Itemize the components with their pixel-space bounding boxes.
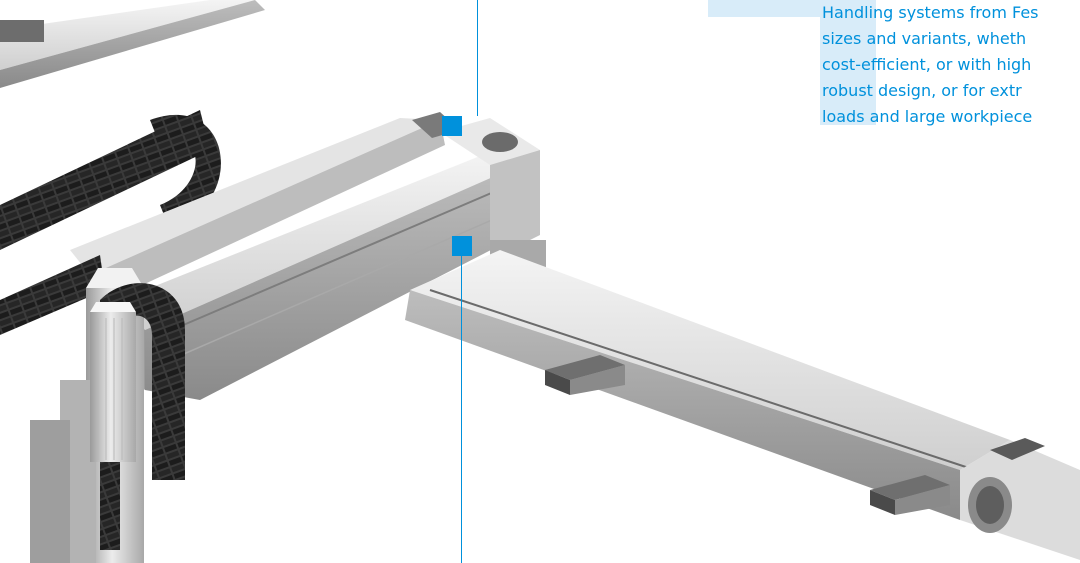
support-foot-right xyxy=(870,475,950,515)
energy-chain-vertical xyxy=(100,283,185,550)
highlight-band-side xyxy=(820,0,876,125)
intro-line-2: sizes and variants, wheth xyxy=(822,29,1027,48)
square-marker-icon xyxy=(452,236,472,256)
intro-line-3: cost-efficient, or with high xyxy=(822,55,1032,74)
intro-line-4: robust design, or for extr xyxy=(822,81,1022,100)
intro-line-5: loads and large workpiece xyxy=(822,107,1033,126)
callout-line-bottom xyxy=(461,256,462,563)
support-foot-left xyxy=(545,355,625,395)
energy-chain-lower xyxy=(0,255,105,335)
square-marker-icon xyxy=(442,116,462,136)
back-rail xyxy=(0,0,265,88)
intro-line-1: Handling systems from Fes xyxy=(822,3,1039,22)
y-axis-rail xyxy=(405,250,1080,560)
z-axis-motor xyxy=(90,302,136,462)
highlight-band-top xyxy=(708,0,838,17)
intro-paragraph: Handling systems from Fes sizes and vari… xyxy=(822,0,1080,130)
rear-extrusion xyxy=(70,118,445,300)
callout-line-top xyxy=(477,0,478,116)
